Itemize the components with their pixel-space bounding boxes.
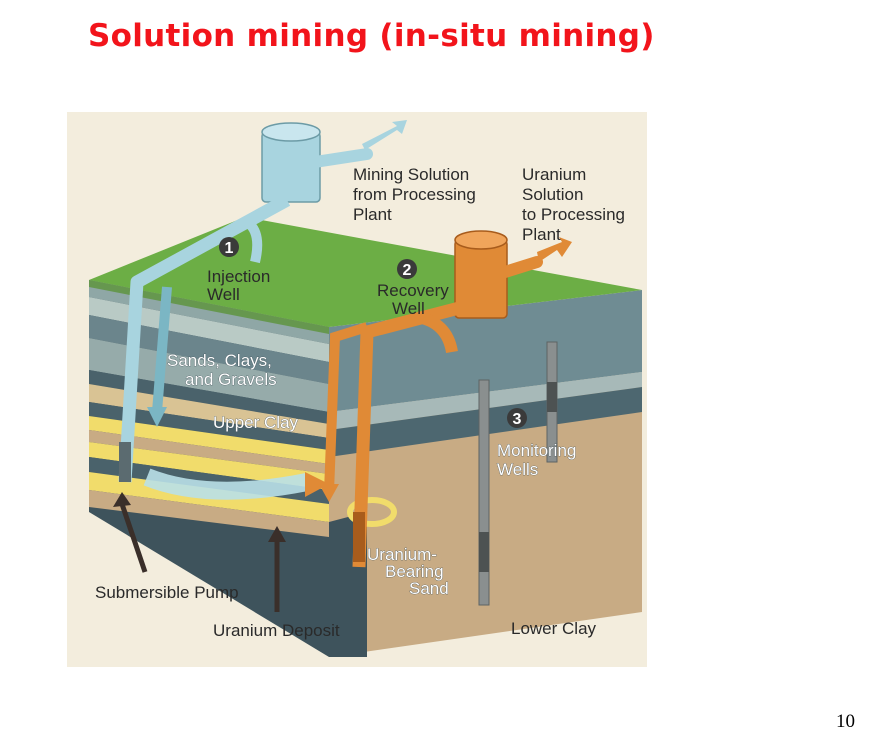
label-sands-clays-1: Sands, Clays, [167, 351, 272, 370]
pointer-arrows [113, 492, 286, 612]
step-2-number: 2 [403, 262, 412, 279]
label-uranium-solution-1: Uranium [522, 165, 586, 184]
step-1-number: 1 [225, 240, 234, 257]
injection-tank [261, 131, 321, 203]
label-uranium-solution-3: to Processing [522, 205, 625, 224]
label-uranium-bearing-2: Bearing [385, 562, 444, 581]
label-uranium-bearing-3: Sand [409, 579, 449, 598]
step-3-number: 3 [513, 411, 522, 428]
monitoring-well-1 [478, 379, 490, 606]
label-mining-solution-1: Mining Solution [353, 165, 469, 184]
label-recovery-well-1: Recovery [377, 281, 449, 300]
recovery-screen [353, 512, 365, 562]
label-uranium-deposit: Uranium Deposit [213, 621, 340, 640]
label-mining-solution-2: from Processing [353, 185, 476, 204]
step-2-marker [397, 259, 417, 279]
label-injection-well-1: Injection [207, 267, 270, 286]
label-lower-clay: Lower Clay [511, 619, 597, 638]
incoming-arrow [362, 120, 407, 150]
label-mining-solution-3: Plant [353, 205, 392, 224]
monitoring-wells [478, 341, 558, 606]
step-markers: 1 2 3 [219, 237, 527, 428]
step-3-marker [507, 408, 527, 428]
label-monitoring-wells-2: Wells [497, 460, 538, 479]
step-1-marker [219, 237, 239, 257]
ore-sand-band-1 [89, 416, 329, 464]
label-monitoring-wells-1: Monitoring [497, 441, 576, 460]
diagram-labels: Mining Solution from Processing Plant Ur… [95, 165, 625, 640]
outgoing-arrow [537, 237, 572, 262]
label-uranium-solution-4: Plant [522, 225, 561, 244]
underground-flow [143, 468, 397, 527]
slide-title: Solution mining (in-situ mining) [88, 18, 655, 54]
label-upper-clay: Upper Clay [213, 413, 299, 432]
recovery-well [319, 230, 572, 568]
injection-screen [119, 442, 131, 482]
label-injection-well-2: Well [207, 285, 240, 304]
ore-sand-band-2 [89, 442, 329, 490]
label-submersible-pump: Submersible Pump [95, 583, 239, 602]
label-uranium-solution-2: Solution [522, 185, 583, 204]
injection-well [118, 120, 407, 483]
in-situ-mining-diagram: 1 2 3 Mining Solution from Processing Pl… [67, 112, 647, 667]
label-recovery-well-2: Well [392, 299, 425, 318]
upper-sand-band [89, 384, 329, 438]
label-sands-clays-2: and Gravels [185, 370, 277, 389]
label-uranium-bearing-1: Uranium- [367, 545, 437, 564]
page-number: 10 [836, 711, 855, 732]
